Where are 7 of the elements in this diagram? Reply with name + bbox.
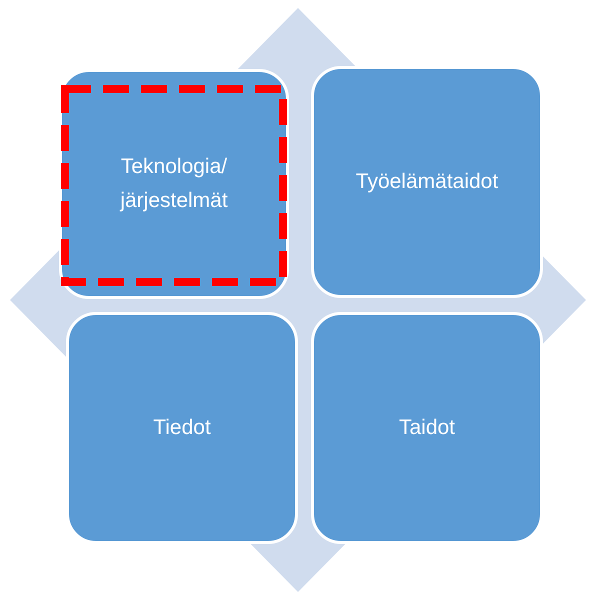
box-label: Tiedot [153, 415, 211, 442]
box-label: Taidot [398, 415, 456, 442]
rounded-box [66, 312, 298, 544]
rounded-box [311, 312, 543, 544]
rounded-box [311, 66, 543, 298]
box-label: Teknologia/ järjestelmät [118, 154, 229, 214]
box-label: Työelämätaidot [356, 169, 498, 196]
